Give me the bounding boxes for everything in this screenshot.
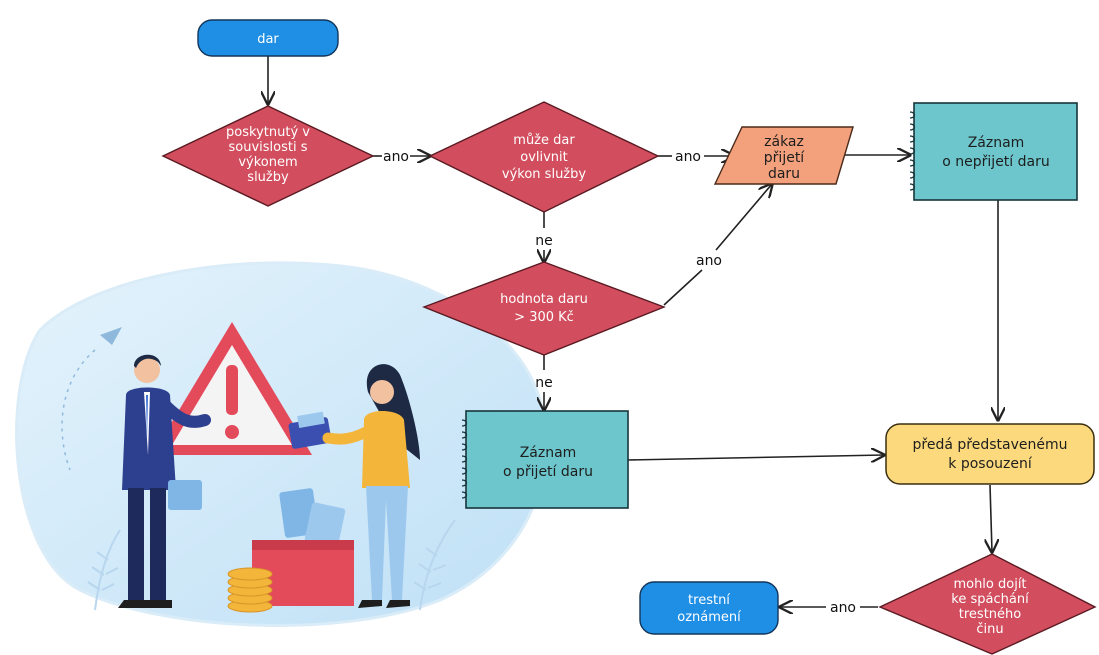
edge-q3-ban-b <box>715 184 772 251</box>
node-superior-line1: předá představenému <box>913 437 1068 453</box>
edge-label-q2-q3: ne <box>535 233 553 249</box>
man-figure <box>118 354 211 608</box>
node-q1-line4: služby <box>247 170 289 185</box>
node-ban: zákaz přijetí daru <box>713 126 854 185</box>
node-rec-refuse-line1: Záznam <box>968 135 1025 151</box>
node-ban-line3: daru <box>768 166 800 182</box>
notebook-spiral-icon <box>909 111 916 191</box>
node-q4-line1: mohlo dojít <box>953 577 1026 592</box>
edge-label-q3-ban: ano <box>696 253 722 269</box>
node-q3-line2: > 300 Kč <box>514 310 574 325</box>
node-start-label: dar <box>257 32 279 47</box>
node-rec-refuse-line2: o nepřijetí daru <box>942 154 1049 170</box>
node-ban-line2: přijetí <box>764 150 806 166</box>
paper-plane-icon <box>100 327 122 345</box>
edge-superior-q4 <box>990 484 992 552</box>
node-q4: mohlo dojít ke spáchání trestného činu <box>878 553 1097 655</box>
node-q2-line3: výkon služby <box>502 167 586 182</box>
leaves-decoration <box>87 519 456 611</box>
node-q1-line3: výkonem <box>238 155 297 170</box>
notebook-spiral-icon <box>461 419 468 499</box>
node-q1: poskytnutý v souvislosti s výkonem služb… <box>161 105 375 207</box>
coins-icon <box>227 567 273 613</box>
node-q1-line2: souvislosti s <box>229 140 308 155</box>
node-report-line1: trestní <box>688 593 730 608</box>
gift-illustration <box>15 261 548 627</box>
node-report: trestní oznámení <box>639 581 779 635</box>
node-superior: předá představenému k posouzení <box>885 423 1095 485</box>
edge-q3-ban-a <box>663 269 703 306</box>
node-superior-line2: k posouzení <box>948 456 1033 472</box>
node-q4-line4: činu <box>976 622 1003 637</box>
edge-label-q2-ban: ano <box>675 149 701 165</box>
node-rec-accept: Záznam o přijetí daru <box>461 410 629 509</box>
node-q2-line2: ovlivnit <box>520 150 568 165</box>
node-q1-line1: poskytnutý v <box>226 125 310 140</box>
dotted-trail <box>61 349 96 471</box>
node-q4-line2: ke spáchání <box>951 592 1029 607</box>
node-ban-line1: zákaz <box>764 134 804 150</box>
woman-figure <box>322 364 420 608</box>
edge-label-q1-q2: ano <box>383 149 409 165</box>
edges <box>268 56 998 607</box>
node-rec-accept-line2: o přijetí daru <box>503 464 593 480</box>
node-q2-line1: může dar <box>513 133 575 148</box>
edge-label-q3-rec: ne <box>535 375 553 391</box>
node-start: dar <box>197 19 339 57</box>
envelope-icon <box>288 411 332 449</box>
node-q3: hodnota daru > 300 Kč <box>422 261 666 356</box>
edge-label-q4-report: ano <box>830 600 856 616</box>
node-rec-accept-line1: Záznam <box>520 445 577 461</box>
node-q4-line3: trestného <box>959 607 1022 622</box>
edge-rec-superior <box>627 455 884 460</box>
node-rec-refuse: Záznam o nepřijetí daru <box>909 102 1078 201</box>
node-report-line2: oznámení <box>677 610 741 625</box>
node-q2: může dar ovlivnit výkon služby <box>428 101 660 213</box>
node-q3-line1: hodnota daru <box>500 292 588 307</box>
